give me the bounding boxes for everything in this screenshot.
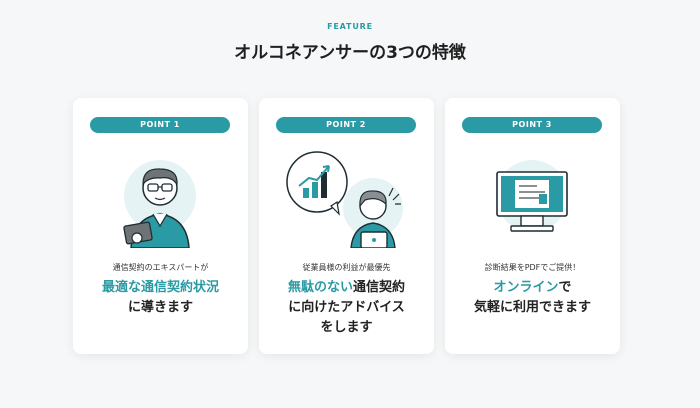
card-headline-line-1: 最適な通信契約状況 [73, 278, 248, 298]
headline-text: に向けたアドバイス [288, 300, 405, 315]
headline-text: に導きます [127, 300, 193, 315]
section-title: オルコネアンサーの3つの特徴 [234, 43, 466, 63]
headline-accent: オンライン [493, 280, 559, 295]
section-eyebrow: FEATURE [327, 22, 373, 31]
monitor-with-document-illustration [496, 160, 568, 232]
point-badge: POINT 1 [90, 117, 230, 133]
headline-text: 通信契約 [353, 280, 406, 295]
headline-text: をします [320, 320, 373, 335]
feature-card-1: POINT 1 通信契約のエキスパートが 最適な通信契約状況 に導きます [73, 98, 248, 354]
headline-text: で [558, 280, 572, 295]
employee-with-growth-chart-illustration [286, 151, 403, 248]
card-headline-line-3: をします [259, 318, 434, 338]
headline-text: 気軽に利用できます [473, 300, 591, 315]
feature-card-3: POINT 3 診断結果をPDFでご提供！ オンラインで 気軽に利用できます [445, 98, 620, 354]
card-subtitle: 診断結果をPDFでご提供！ [484, 263, 581, 272]
feature-card-2: POINT 2 従業員様の利益が最優先 無駄のない通信契約 に向けたアドバイス … [259, 98, 434, 354]
card-headline-line-2: に向けたアドバイス [259, 298, 434, 318]
card-headline-line-2: 気軽に利用できます [445, 298, 620, 318]
point-badge: POINT 3 [462, 117, 602, 133]
card-headline-line-1: オンラインで [445, 278, 620, 298]
card-subtitle: 従業員様の利益が最優先 [302, 263, 391, 272]
point-badge: POINT 2 [276, 117, 416, 133]
expert-with-tablet-illustration [123, 160, 196, 248]
headline-accent: 最適な通信契約状況 [101, 280, 219, 295]
card-headline-line-1: 無駄のない通信契約 [259, 278, 434, 298]
headline-accent: 無駄のない [287, 280, 353, 295]
card-headline-line-2: に導きます [73, 298, 248, 318]
card-subtitle: 通信契約のエキスパートが [112, 263, 209, 272]
